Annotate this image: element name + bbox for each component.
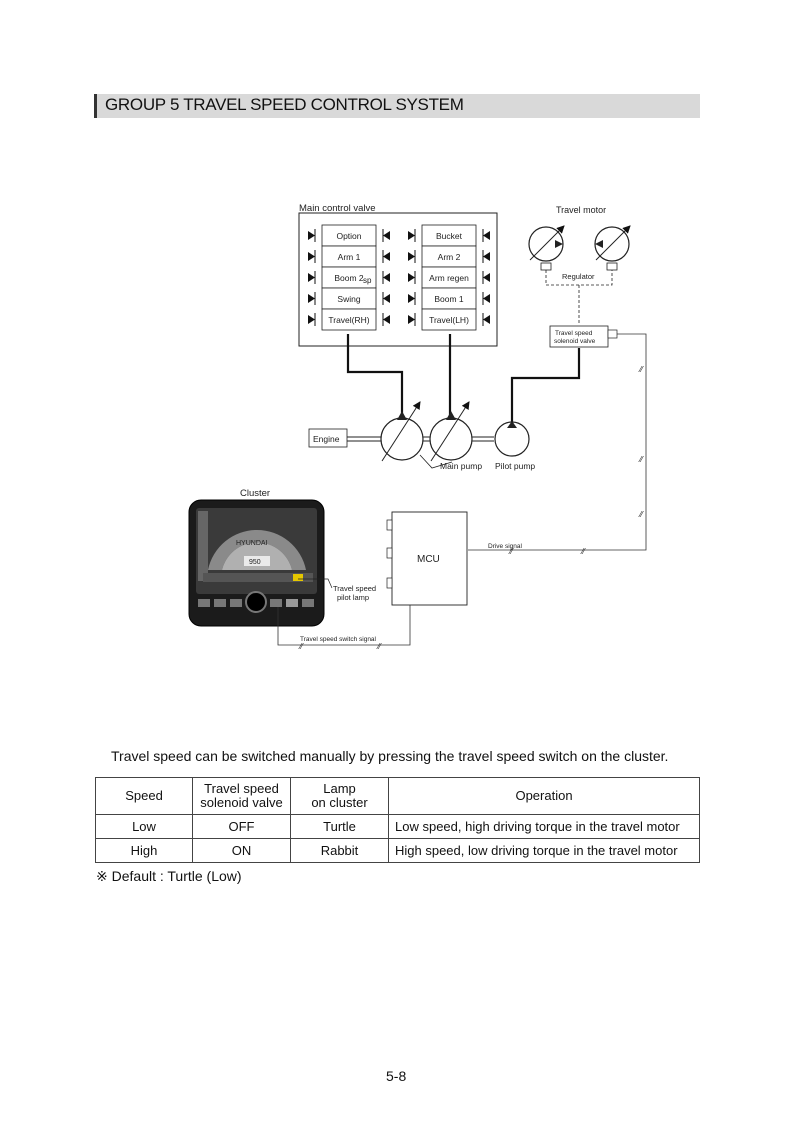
sp-label: sp [363, 276, 372, 285]
mcu-label: MCU [417, 554, 440, 565]
valve-spool-label: Bucket [436, 231, 463, 241]
intro-text: Travel speed can be switched manually by… [111, 748, 669, 764]
table-row: Low OFF Turtle Low speed, high driving t… [95, 814, 700, 839]
main-control-valve-label: Main control valve [299, 203, 376, 214]
pilot-pump-label: Pilot pump [495, 461, 535, 471]
page-number: 5-8 [386, 1068, 407, 1084]
svg-text:⁄⁄: ⁄⁄ [638, 365, 644, 374]
cell-operation: High speed, low driving torque in the tr… [388, 838, 700, 863]
main-pump-2 [429, 401, 473, 462]
pilot-pump [494, 421, 530, 457]
travel-motor-right [594, 225, 631, 271]
header-speed: Speed [95, 777, 193, 815]
solenoid-valve-label-1: Travel speed [555, 330, 593, 337]
valve-spool-label: Boom 2 [334, 273, 364, 283]
main-control-valve-box [298, 212, 498, 347]
travel-speed-switch [286, 599, 298, 607]
pilot-lamp-label-2: pilot lamp [337, 593, 369, 602]
solenoid-signal-wire [468, 333, 647, 551]
valve-spool-label: Travel(LH) [429, 315, 469, 325]
switch-signal-wire [277, 605, 411, 646]
valve-spool-label: Option [336, 231, 361, 241]
engine-label: Engine [313, 434, 340, 444]
valve-spool-label: Swing [337, 294, 360, 304]
section-title: GROUP 5 TRAVEL SPEED CONTROL SYSTEM [105, 95, 464, 114]
switch-signal-label: Travel speed switch signal [300, 636, 377, 643]
svg-text:⁄⁄: ⁄⁄ [638, 455, 644, 464]
svg-text:⁄⁄: ⁄⁄ [508, 547, 514, 556]
main-pump-label: Main pump [440, 461, 482, 471]
regulator-pilot-line [545, 270, 613, 325]
travel-speed-pilot-lamp [293, 574, 303, 581]
cell-speed: High [95, 838, 193, 863]
hydraulic-line-pilot [510, 348, 581, 422]
svg-text:⁄⁄: ⁄⁄ [638, 510, 644, 519]
cell-lamp: Rabbit [290, 838, 389, 863]
main-pump-1 [380, 401, 424, 462]
valve-spool-label: Travel(RH) [328, 315, 369, 325]
solenoid-valve-label-2: solenoid valve [554, 338, 596, 345]
svg-text:⁄⁄: ⁄⁄ [580, 547, 586, 556]
cell-solenoid: ON [192, 838, 291, 863]
default-note: ※ Default : Turtle (Low) [96, 868, 242, 884]
valve-spool-label: Arm 1 [338, 252, 361, 262]
mcu-box [391, 511, 468, 606]
cluster-device: HYUNDAI 950 [188, 499, 325, 627]
valve-spool-label: Arm regen [429, 273, 469, 283]
cluster-readout: 950 [249, 559, 261, 566]
cell-speed: Low [95, 814, 193, 839]
cell-lamp: Turtle [290, 814, 389, 839]
cluster-knob [245, 591, 267, 613]
cluster-label: Cluster [240, 488, 270, 499]
header-operation: Operation [388, 777, 700, 815]
drive-signal-label: Drive signal [488, 543, 523, 550]
travel-motor-label: Travel motor [556, 205, 606, 215]
regulator-label: Regulator [562, 272, 595, 281]
engine-box [308, 428, 348, 448]
hydraulic-line-travel-rh [346, 334, 404, 415]
cell-solenoid: OFF [192, 814, 291, 839]
pilot-lamp-label-1: Travel speed [333, 584, 376, 593]
cell-operation: Low speed, high driving torque in the tr… [388, 814, 700, 839]
travel-motor-left [528, 225, 565, 271]
valve-spool-label: Boom 1 [434, 294, 464, 304]
table-row: High ON Rabbit High speed, low driving t… [95, 838, 700, 863]
svg-text:⁄⁄: ⁄⁄ [376, 642, 382, 651]
valve-spool-label: Arm 2 [438, 252, 461, 262]
svg-text:⁄⁄: ⁄⁄ [298, 642, 304, 651]
cluster-brand: HYUNDAI [236, 540, 268, 547]
section-title-bar: GROUP 5 TRAVEL SPEED CONTROL SYSTEM [94, 94, 700, 118]
